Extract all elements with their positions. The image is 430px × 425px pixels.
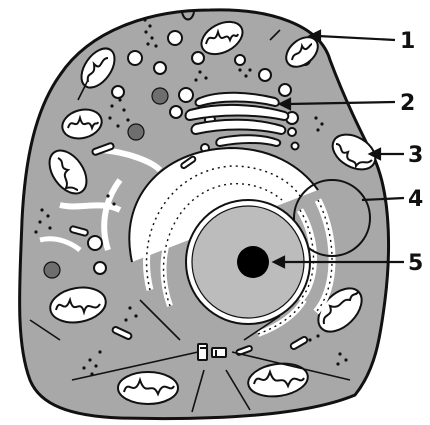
callout-label-2: 2	[400, 91, 415, 116]
callout-label-1: 1	[400, 29, 415, 54]
callout-label-5: 5	[408, 251, 423, 276]
mitochondrion	[118, 372, 178, 404]
callout-label-3: 3	[408, 143, 423, 168]
nucleolus	[237, 246, 269, 278]
callout-label-4: 4	[408, 187, 423, 212]
